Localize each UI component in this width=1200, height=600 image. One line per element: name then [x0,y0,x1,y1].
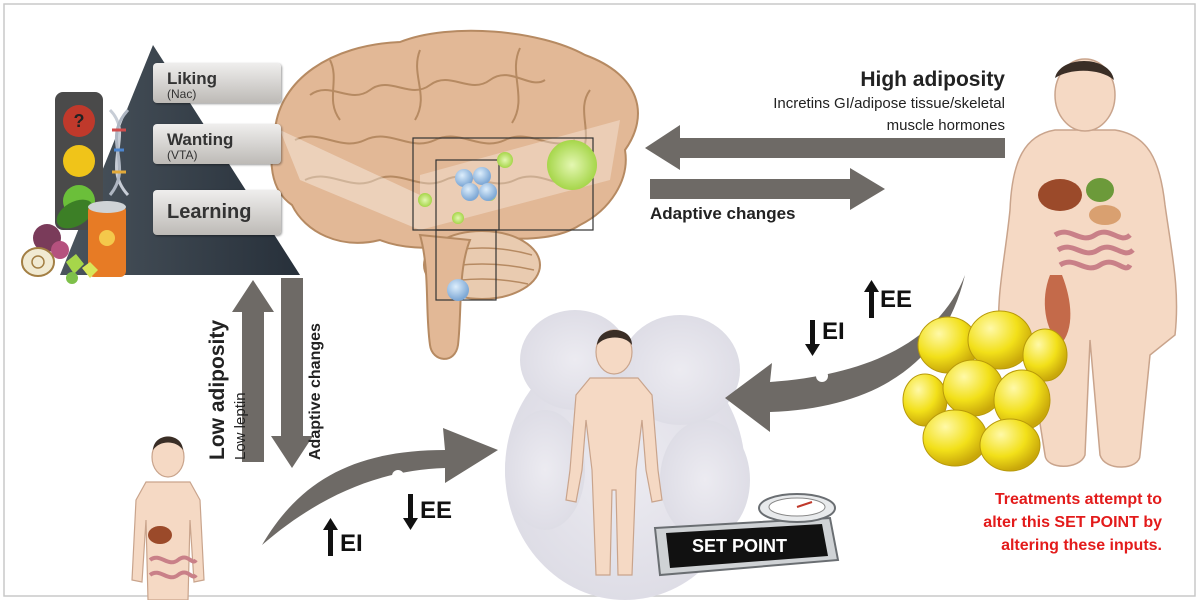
arrow-left-to-brain [645,125,1005,170]
liking-box: Liking (Nac) [153,63,281,103]
ei-up-arrow-icon [323,518,338,556]
ei-down-arrow-icon [805,320,820,356]
wanting-label: Wanting [167,130,234,149]
liking-label: Liking [167,69,218,88]
low-adiposity-title: Low adiposity [206,319,229,460]
ee-up-arrow-icon [864,280,879,318]
wanting-sub: (VTA) [167,148,198,162]
treatment-note-line1: Treatments attempt to [994,491,1162,508]
ee-upper-label: EE [880,286,913,313]
bathroom-scale-icon [653,493,840,577]
high-adiposity-title: High adiposity [860,68,1005,91]
neuron-clusters [418,140,597,301]
treatment-note-line2: alter this SET POINT by [983,514,1162,531]
dna-icon [108,108,130,197]
liking-sub: (Nac) [167,87,197,101]
wanting-box: Wanting (VTA) [153,124,281,164]
set-point-label: SET POINT [692,536,788,556]
ei-upper-label: EI [822,318,845,345]
learning-box: Learning [153,190,281,235]
high-adiposity-line1: Incretins GI/adipose tissue/skeletal [773,95,1005,112]
arrow-up-low-adiposity [232,280,274,462]
food-icon [21,199,126,284]
learning-label: Learning [167,201,252,223]
fat-cells-cluster [902,310,1068,472]
ee-down-arrow-icon [403,494,418,530]
arrow-down-adaptive [271,278,313,468]
high-adiposity-line2: muscle hormones [886,117,1005,134]
brain-region-boxes [412,137,594,301]
adaptive-changes-horizontal: Adaptive changes [650,204,796,223]
low-adiposity-sub: Low leptin [232,392,249,460]
treatment-note-line3: altering these inputs. [1001,537,1162,554]
ei-lower-label: EI [340,530,363,557]
ee-lower-label: EE [420,497,453,524]
curved-arrow-upper [725,275,965,432]
arrow-right-adaptive [650,168,885,210]
svg-text:?: ? [74,111,85,131]
curved-arrow-lower [262,428,498,545]
thin-man-figure [131,436,205,600]
brain-illustration [270,29,639,360]
adaptive-changes-vertical: Adaptive changes [307,323,324,460]
central-man-figure [565,329,663,576]
